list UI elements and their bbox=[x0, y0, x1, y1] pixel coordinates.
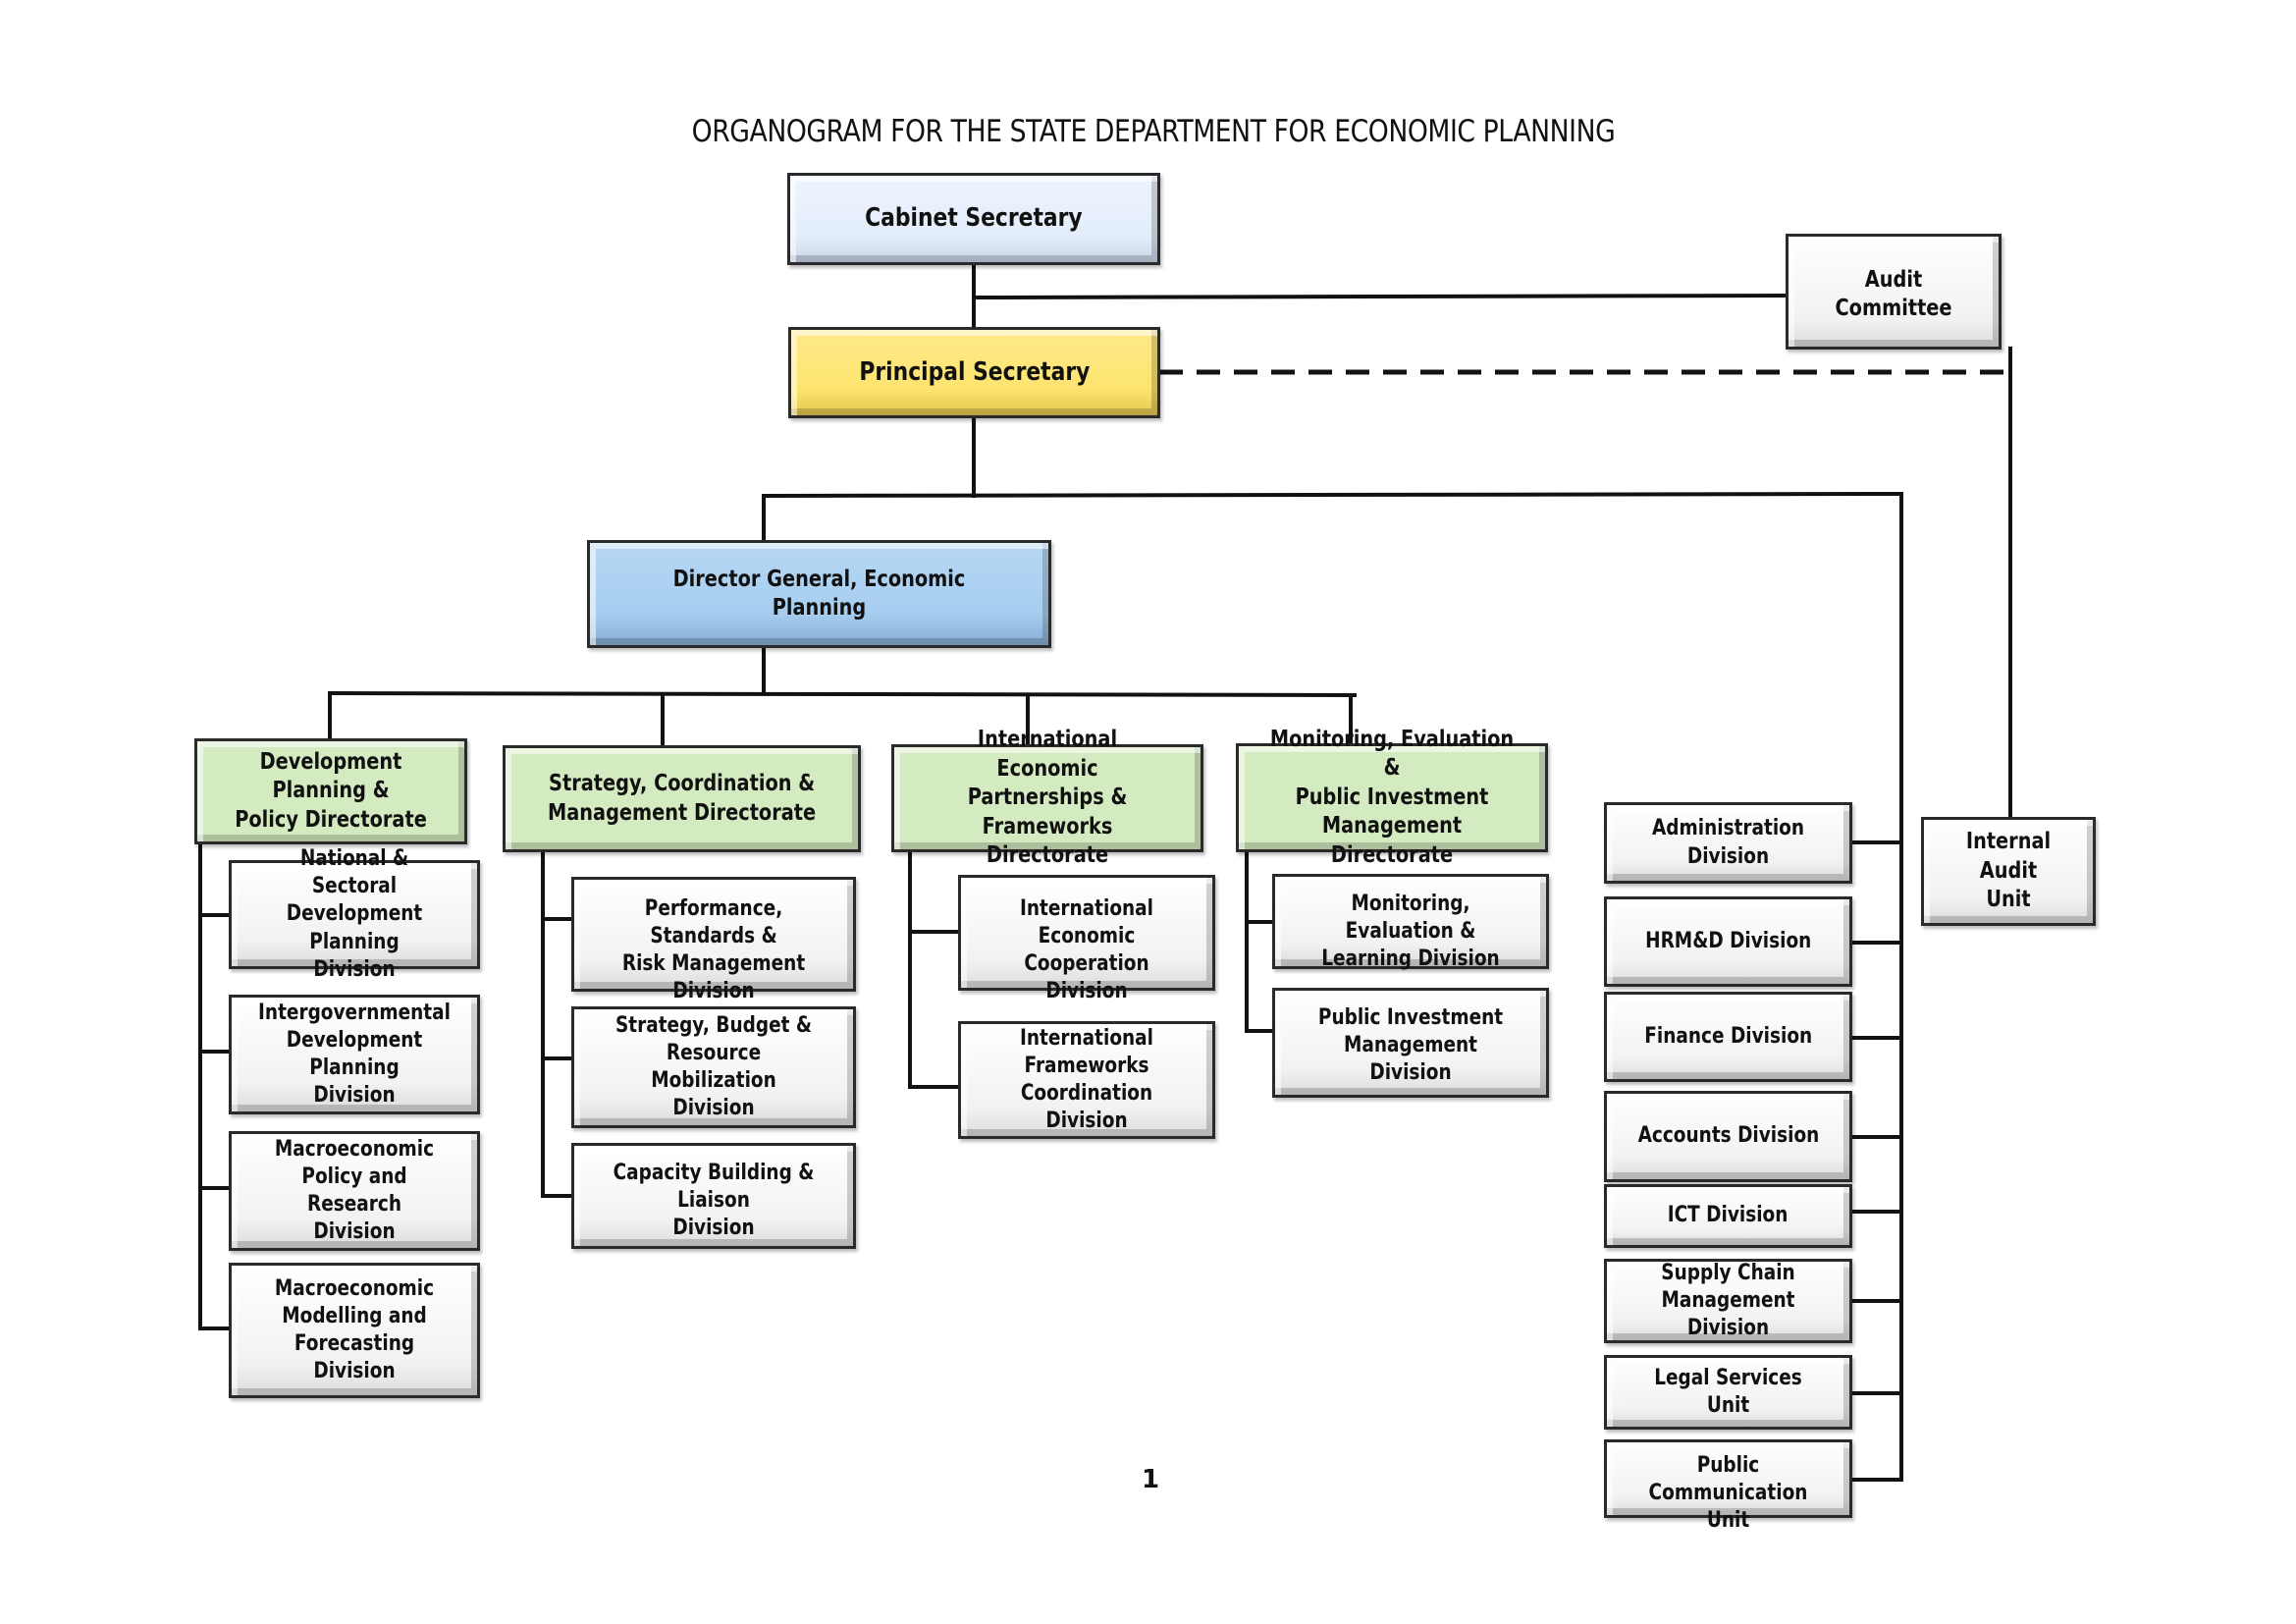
admin-unit-box: Public Communication Unit bbox=[1604, 1439, 1852, 1533]
division-box: Public Investment Management Division bbox=[1272, 988, 1549, 1098]
audit-committee-label: Audit Committee bbox=[1835, 267, 1952, 322]
division-box: National & Sectoral Development Planning… bbox=[229, 846, 480, 982]
page-number: 1 bbox=[1142, 1465, 1160, 1494]
admin-unit-box: Finance Division bbox=[1604, 992, 1852, 1082]
cabinet-secretary-label: Cabinet Secretary bbox=[865, 203, 1083, 234]
audit-committee-box: Audit Committee bbox=[1786, 234, 2002, 350]
division-box: Capacity Building & Liaison Division bbox=[571, 1143, 856, 1249]
division-label: International Economic Cooperation Divis… bbox=[1020, 896, 1153, 1004]
division-box: International Economic Cooperation Divis… bbox=[958, 875, 1215, 1003]
admin-unit-label: Accounts Division bbox=[1637, 1123, 1819, 1149]
division-label: Public Investment Management Division bbox=[1317, 1005, 1504, 1086]
division-box: Monitoring, Evaluation & Learning Divisi… bbox=[1272, 874, 1549, 971]
division-label: Capacity Building & Liaison Division bbox=[613, 1161, 815, 1241]
line-directorate-bus bbox=[327, 690, 1358, 698]
admin-unit-box: Administration Division bbox=[1604, 802, 1852, 884]
internal-audit-unit-box: Internal Audit Unit bbox=[1921, 817, 2096, 926]
admin-unit-label: ICT Division bbox=[1668, 1203, 1789, 1228]
director-general-label: Director General, Economic Planning bbox=[672, 566, 966, 621]
division-box: Strategy, Budget & Resource Mobilization… bbox=[571, 1006, 856, 1128]
division-label: National & Sectoral Development Planning… bbox=[286, 846, 423, 982]
division-label: Macroeconomic Policy and Research Divisi… bbox=[274, 1136, 435, 1245]
admin-unit-box: Supply Chain Management Division bbox=[1604, 1259, 1852, 1343]
division-label: Monitoring, Evaluation & Learning Divisi… bbox=[1321, 892, 1500, 972]
division-box: International Frameworks Coordination Di… bbox=[958, 1021, 1215, 1139]
directorate-label: Monitoring, Evaluation & Public Investme… bbox=[1269, 726, 1515, 868]
division-label: Macroeconomic Modelling and Forecasting … bbox=[274, 1275, 435, 1384]
directorate-label: International Economic Partnerships & Fr… bbox=[967, 727, 1128, 869]
admin-unit-box: Legal Services Unit bbox=[1604, 1355, 1852, 1430]
line-ps-bus bbox=[761, 491, 1904, 499]
admin-unit-label: Administration Division bbox=[1651, 816, 1805, 869]
admin-unit-label: Legal Services Unit bbox=[1654, 1365, 1802, 1418]
directorate-label: Strategy, Coordination & Management Dire… bbox=[547, 771, 817, 826]
admin-unit-label: HRM&D Division bbox=[1644, 928, 1812, 953]
director-general-box: Director General, Economic Planning bbox=[587, 540, 1051, 648]
directorate-strategy-coordination: Strategy, Coordination & Management Dire… bbox=[503, 745, 861, 852]
division-box: Intergovernmental Development Planning D… bbox=[229, 995, 480, 1114]
principal-secretary-label: Principal Secretary bbox=[859, 356, 1090, 387]
division-box: Macroeconomic Modelling and Forecasting … bbox=[229, 1263, 480, 1398]
division-label: International Frameworks Coordination Di… bbox=[1020, 1025, 1153, 1134]
admin-unit-box: Accounts Division bbox=[1604, 1091, 1852, 1182]
admin-unit-label: Finance Division bbox=[1644, 1023, 1812, 1049]
internal-audit-unit-label: Internal Audit Unit bbox=[1965, 829, 2052, 913]
division-label: Strategy, Budget & Resource Mobilization… bbox=[614, 1012, 812, 1121]
admin-unit-label: Public Communication Unit bbox=[1648, 1453, 1808, 1534]
directorate-development-planning: Development Planning & Policy Directorat… bbox=[194, 738, 467, 844]
directorate-international-economic: International Economic Partnerships & Fr… bbox=[891, 727, 1203, 868]
division-box: Macroeconomic Policy and Research Divisi… bbox=[229, 1131, 480, 1251]
principal-secretary-box: Principal Secretary bbox=[788, 327, 1160, 418]
page-title: ORGANOGRAM FOR THE STATE DEPARTMENT FOR … bbox=[691, 114, 1616, 149]
cabinet-secretary-box: Cabinet Secretary bbox=[787, 173, 1160, 265]
division-box: Performance, Standards & Risk Management… bbox=[571, 877, 856, 1003]
division-label: Performance, Standards & Risk Management… bbox=[621, 896, 806, 1004]
admin-unit-label: Supply Chain Management Division bbox=[1661, 1260, 1795, 1341]
admin-unit-box: ICT Division bbox=[1604, 1184, 1852, 1248]
line-cs-audit-committee bbox=[971, 293, 1789, 300]
directorate-label: Development Planning & Policy Directorat… bbox=[235, 748, 427, 833]
division-label: Intergovernmental Development Planning D… bbox=[258, 1000, 451, 1109]
directorate-monitoring-evaluation: Monitoring, Evaluation & Public Investme… bbox=[1236, 727, 1548, 868]
admin-unit-box: HRM&D Division bbox=[1604, 896, 1852, 987]
